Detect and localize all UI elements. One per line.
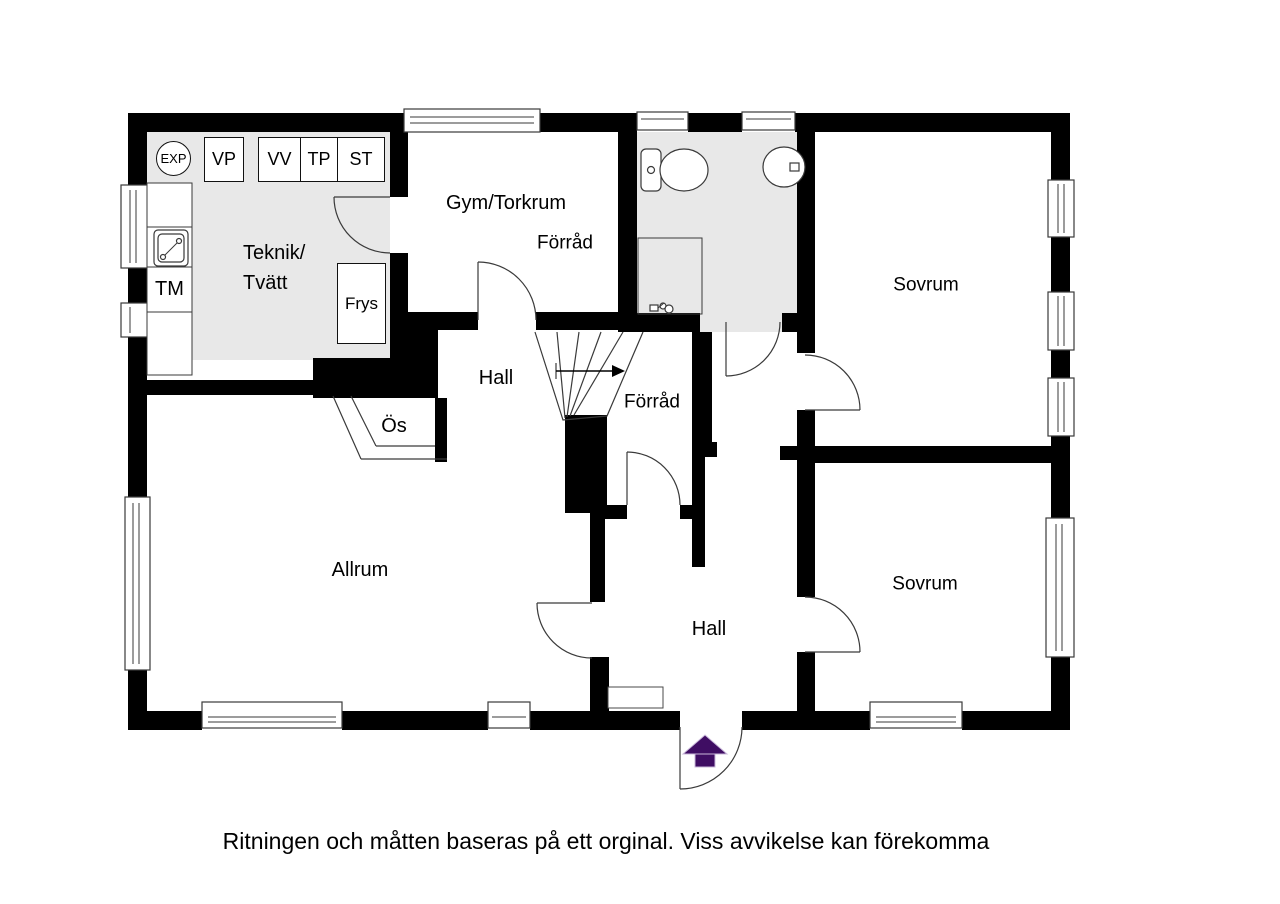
kitchen-sink-icon [153,229,189,267]
room-label-gym: Gym/Torkrum [446,192,566,214]
window-left-small [120,302,149,338]
window-bath-top-2 [741,111,796,131]
vv-label: VV [267,149,292,169]
frys-label: Frys [344,293,379,313]
fixture-box-tp: TP [299,137,339,182]
window-right-sovrum-top-2 [1047,291,1075,351]
room-label-gym-forrad: Förråd [537,232,593,254]
bathroom-fixtures [637,146,806,315]
window-bottom-sovrum [869,701,963,729]
floor-drain-icon [649,302,674,314]
window-bottom-allrum-short [487,701,531,729]
doors [333,196,861,790]
st-label: ST [349,149,373,169]
tp-label: TP [307,149,331,169]
teknik-label-line2: Tvätt [243,272,288,294]
window-bath-top-1 [636,111,689,131]
exp-label: EXP [160,151,187,166]
door-sovrum-bottom [804,596,861,653]
room-label-stair-forrad: Förråd [624,391,680,413]
toilet-icon [640,148,709,192]
caption: Ritningen och måtten baseras på ett orgi… [222,828,990,854]
fixture-box-frys: Frys [337,263,386,344]
room-label-hall-lower: Hall [691,618,727,640]
door-forrad [626,451,681,506]
window-left-kitchen [120,184,149,269]
room-label-hall-upper: Hall [478,367,514,389]
vp-label: VP [211,149,236,169]
room-label-teknik: Teknik/ Tvätt [243,238,305,298]
teknik-label-line1: Teknik/ [243,242,306,264]
entrance [607,686,729,768]
door-bathroom [725,321,781,377]
fireplace [332,395,447,460]
door-allrum [536,602,593,659]
entrance-step [607,686,664,709]
stairs [534,331,644,421]
windows [120,108,1075,729]
fixture-box-tm: TM [147,267,192,312]
bath-sink-icon [762,146,806,188]
fixture-box-vv: VV [258,137,301,182]
fixture-box-exp: EXP [156,141,191,176]
stairs-direction-arrow [555,363,625,379]
door-entrance [679,726,743,790]
window-right-sovrum-top-3 [1047,377,1075,437]
shower-area [637,237,703,315]
window-right-sovrum-bottom [1045,517,1075,658]
window-left-allrum [124,496,151,671]
fixture-box-st: ST [337,137,385,182]
room-label-sovrum-bottom: Sovrum [892,573,958,595]
room-label-allrum: Allrum [331,559,389,581]
room-label-sovrum-top: Sovrum [893,274,959,296]
walls [128,113,1070,730]
tm-label: TM [155,278,184,300]
door-sovrum-top [804,354,861,411]
window-bottom-allrum-long [201,701,343,729]
window-right-sovrum-top-1 [1047,179,1075,238]
door-teknik [333,196,391,254]
door-gym [477,261,537,321]
counter [146,182,193,376]
window-gym-top [403,108,541,133]
room-label-os: Ös [381,415,407,437]
entrance-arrow-icon [681,734,729,768]
fixture-box-vp: VP [204,137,244,182]
